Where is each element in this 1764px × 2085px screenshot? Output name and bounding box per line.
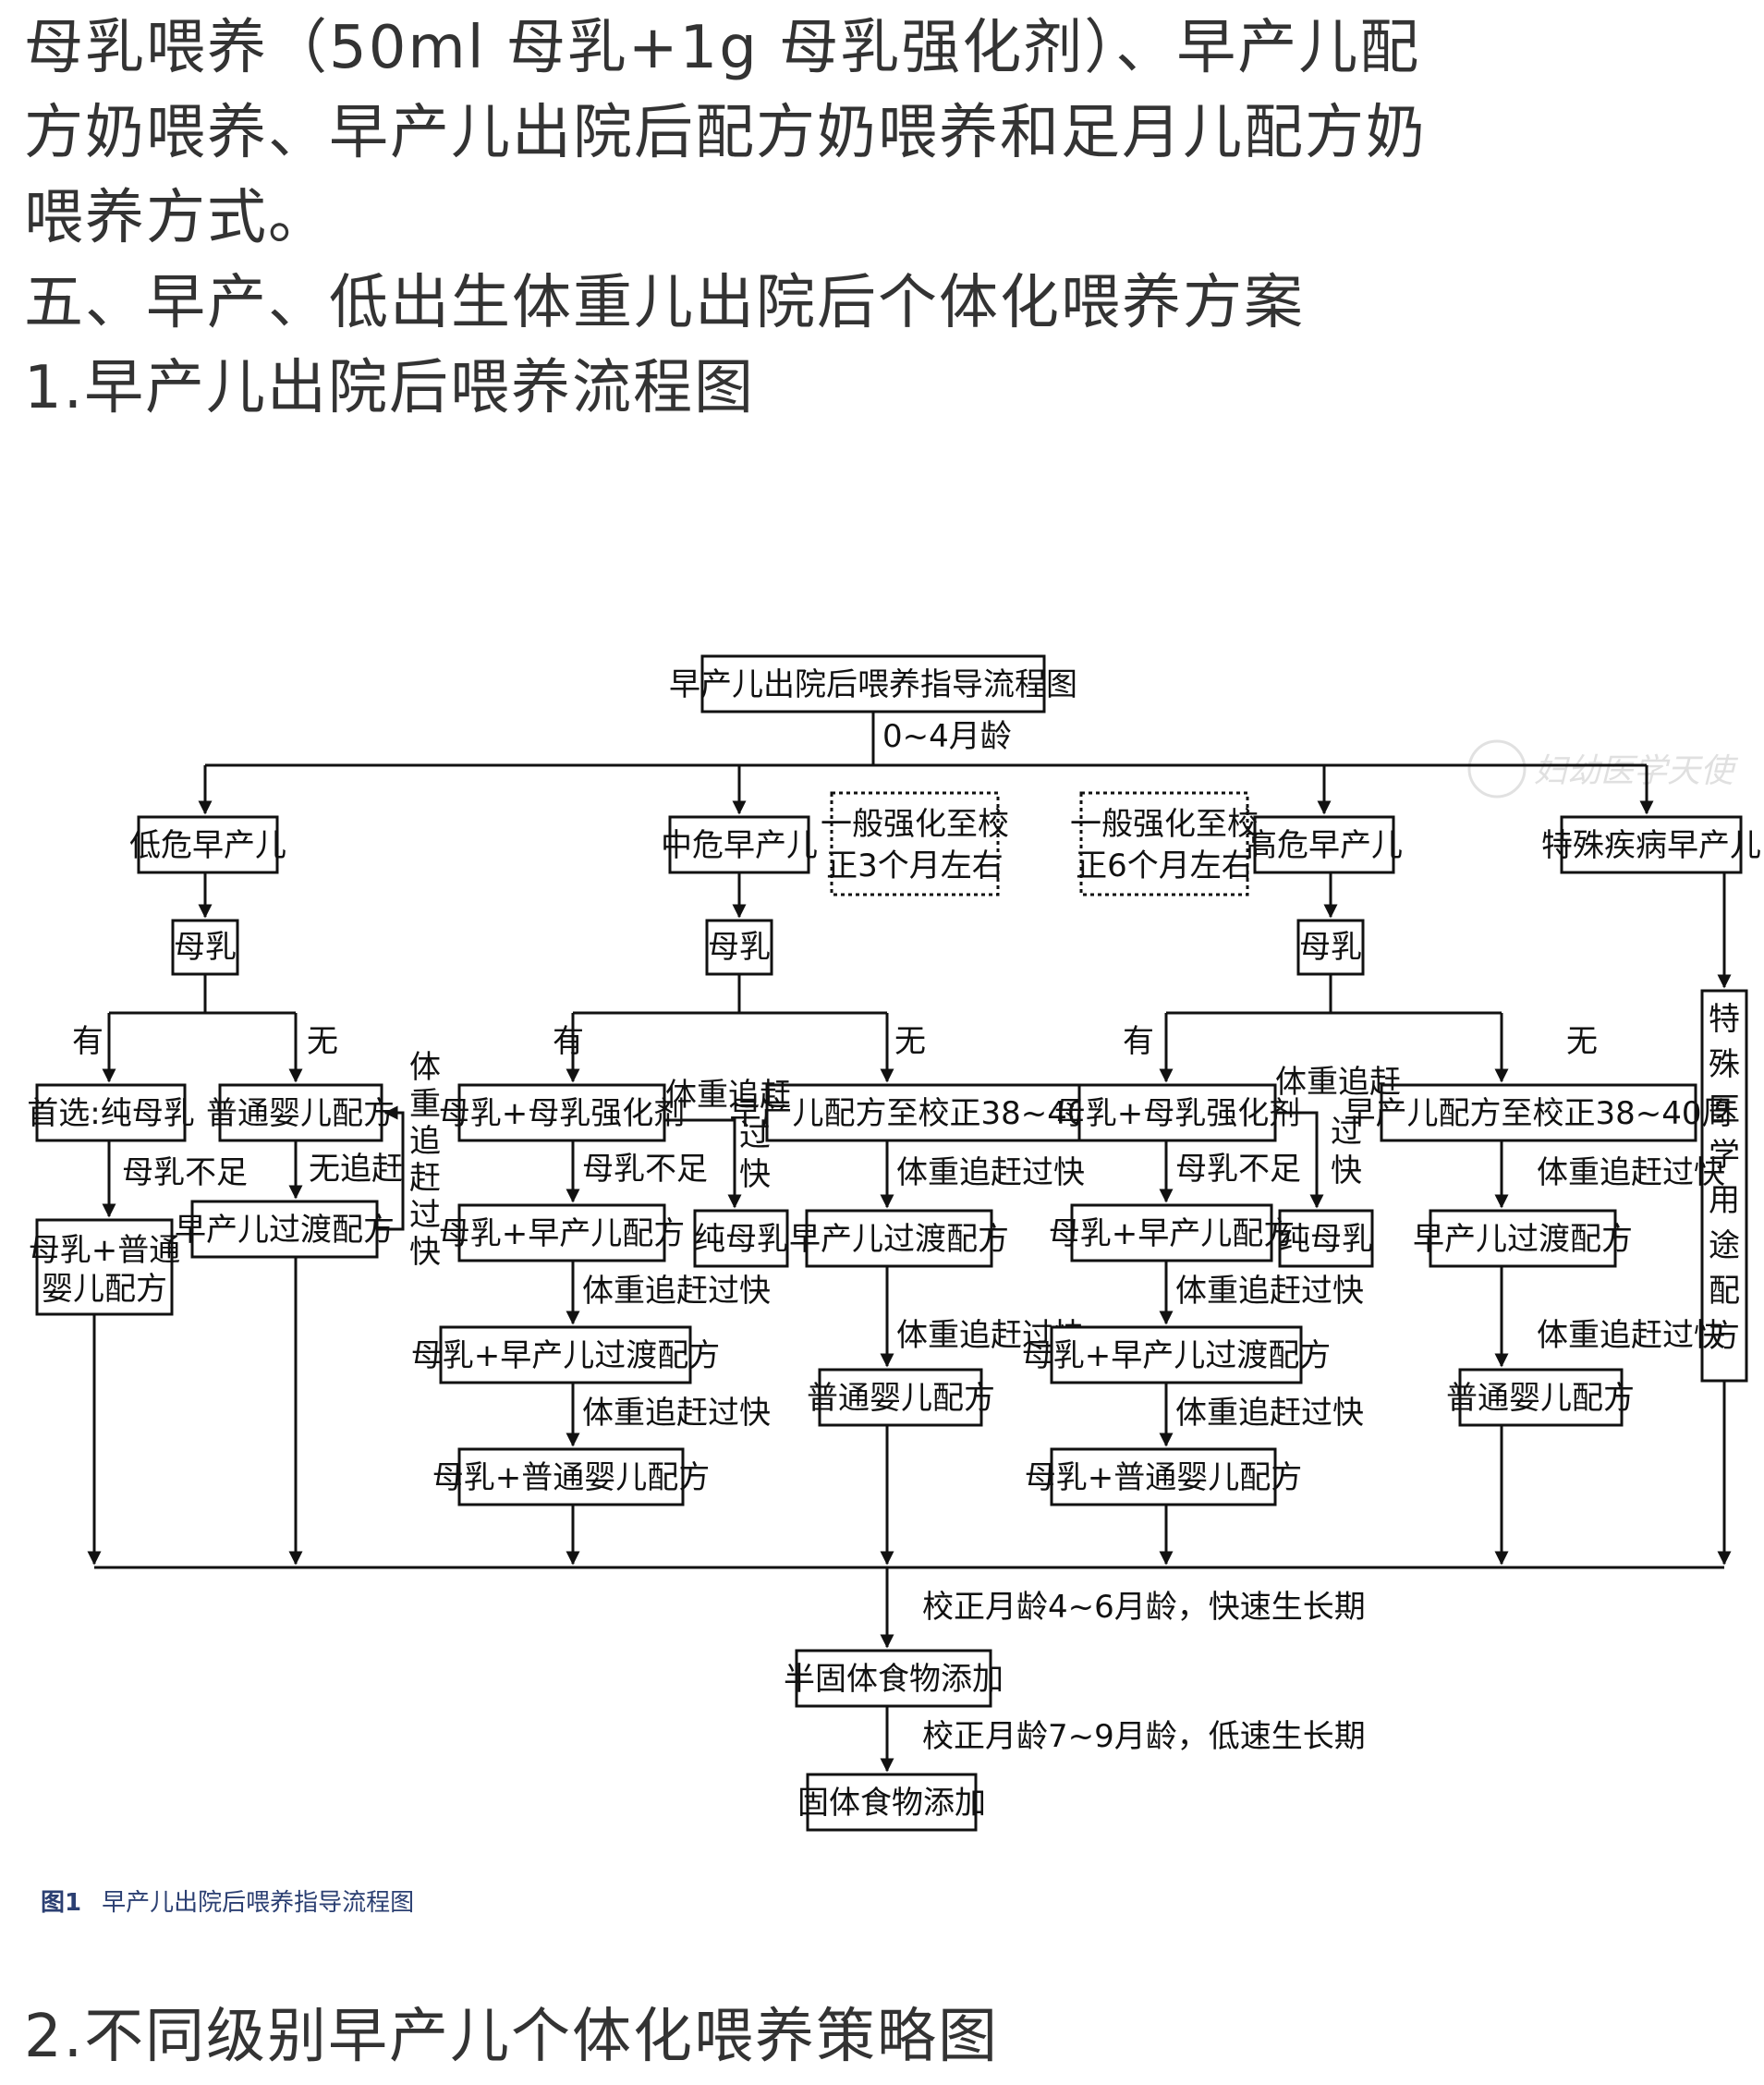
low-no-label: 无 [307, 1023, 338, 1060]
low-risk-box: 低危早产儿 [129, 827, 286, 864]
svg-text:体: 体 [409, 1049, 441, 1086]
svg-text:过: 过 [739, 1117, 771, 1154]
mid-pure-breastmilk-box: 纯母乳 [694, 1221, 788, 1258]
mid-catchup-fast-label-2: 体重追赶过快 [582, 1395, 771, 1432]
stage-1-label: 校正月龄4~6月龄，快速生长期 [922, 1589, 1366, 1626]
low-mix-box-line-2: 婴儿配方 [42, 1271, 167, 1308]
svg-text:过: 过 [1331, 1114, 1362, 1151]
high-no-catchup-fast-label-2: 体重追赶过快 [1537, 1317, 1725, 1354]
high-note-line-2: 正6个月左右 [1076, 847, 1253, 884]
figure-caption-label: 图1 [41, 1889, 82, 1917]
svg-text:快: 快 [739, 1156, 771, 1193]
svg-text:特: 特 [1709, 1001, 1740, 1038]
high-bm-preterm-formula-box: 母乳+早产儿配方 [1049, 1215, 1296, 1252]
svg-text:用: 用 [1709, 1182, 1740, 1219]
mid-regular-formula-box: 普通婴儿配方 [807, 1380, 995, 1417]
mid-no-catchup-fast-label-1: 体重追赶过快 [896, 1154, 1085, 1191]
special-disease-box: 特殊疾病早产儿 [1541, 827, 1761, 864]
paragraph-line-3: 喂养方式。 [24, 184, 329, 252]
mid-note-line-2: 正3个月左右 [826, 847, 1004, 884]
low-yes-label: 有 [72, 1023, 103, 1060]
watermark: 妇幼医学天使 [1467, 739, 1739, 799]
solid-food-box: 固体食物添加 [797, 1785, 986, 1822]
high-preterm-formula-38-40-box: 早产儿配方至校正38~40周 [1344, 1095, 1733, 1132]
figure-caption-text: 早产儿出院后喂养指导流程图 [102, 1889, 415, 1917]
high-bm-regular-box: 母乳+普通婴儿配方 [1025, 1459, 1303, 1496]
mid-yes-label: 有 [553, 1023, 584, 1060]
high-bm-transition-box: 母乳+早产儿过渡配方 [1022, 1337, 1332, 1374]
svg-text:赶: 赶 [409, 1160, 441, 1197]
high-risk-box: 高危早产儿 [1246, 827, 1403, 864]
high-no-label: 无 [1566, 1023, 1598, 1060]
low-transition-formula-box: 早产儿过渡配方 [175, 1212, 395, 1249]
watermark-text: 妇幼医学天使 [1534, 752, 1739, 790]
high-pure-breastmilk-box: 纯母乳 [1279, 1221, 1373, 1258]
flowchart-title: 早产儿出院后喂养指导流程图 [669, 666, 1077, 703]
high-breastmilk-box: 母乳 [1299, 929, 1362, 966]
mid-transition-formula-box: 早产儿过渡配方 [789, 1221, 1009, 1258]
watermark-seal-icon [1467, 739, 1527, 799]
mid-catchup-fast-label-1: 体重追赶过快 [582, 1273, 771, 1310]
svg-text:配: 配 [1709, 1273, 1740, 1310]
subheading-2: 2.不同级别早产儿个体化喂养策略图 [24, 2003, 1000, 2071]
svg-text:体重追赶: 体重追赶 [1275, 1064, 1401, 1101]
high-fast-branch-label: 体重追赶 过 快 [1275, 1064, 1401, 1189]
mid-bm-regular-box: 母乳+普通婴儿配方 [432, 1459, 711, 1496]
subheading-1: 1.早产儿出院后喂养流程图 [24, 354, 756, 422]
svg-text:学: 学 [1709, 1137, 1740, 1174]
high-catchup-fast-label-1: 体重追赶过快 [1175, 1273, 1364, 1310]
svg-text:快: 快 [1331, 1152, 1362, 1189]
paragraph-line-2: 方奶喂养、早产儿出院后配方奶喂养和足月儿配方奶 [24, 99, 1427, 167]
stage-2-label: 校正月龄7~9月龄，低速生长期 [922, 1718, 1366, 1755]
feeding-flowchart: 妇幼医学天使 早产儿出院后喂养指导流程图 0~4月龄 低危早产儿 中危早产儿 高… [27, 654, 1761, 1832]
svg-text:快: 快 [409, 1234, 441, 1271]
svg-text:殊: 殊 [1709, 1046, 1740, 1083]
high-transition-formula-box: 早产儿过渡配方 [1413, 1221, 1633, 1258]
mid-preterm-formula-38-40-box: 早产儿配方至校正38~40周 [729, 1095, 1118, 1132]
svg-text:方: 方 [1709, 1318, 1740, 1355]
low-breastmilk-box: 母乳 [174, 929, 237, 966]
mid-fast-branch-label: 体重追赶 过 快 [665, 1077, 791, 1193]
pure-breastmilk-preferred-box: 首选:纯母乳 [27, 1095, 194, 1132]
mid-note-line-1: 一般强化至校 [821, 806, 1009, 843]
mid-no-label: 无 [894, 1023, 926, 1060]
no-catchup-label: 无追赶 [309, 1151, 403, 1188]
semi-solid-food-box: 半固体食物添加 [784, 1661, 1004, 1698]
mid-breastmilk-box: 母乳 [708, 929, 771, 966]
high-insufficient-label: 母乳不足 [1175, 1151, 1301, 1188]
figure-caption: 图1 早产儿出院后喂养指导流程图 [41, 1884, 414, 1918]
high-catchup-fast-label-2: 体重追赶过快 [1175, 1395, 1364, 1432]
section-heading-5: 五、早产、低出生体重儿出院后个体化喂养方案 [24, 269, 1305, 337]
high-fortifier-box: 母乳+母乳强化剂 [1054, 1095, 1301, 1132]
low-mix-box-line-1: 母乳+普通 [29, 1232, 181, 1269]
mid-insufficient-label: 母乳不足 [582, 1151, 708, 1188]
age-range-label: 0~4月龄 [882, 718, 1012, 755]
mid-risk-box: 中危早产儿 [661, 827, 818, 864]
low-regular-formula-box: 普通婴儿配方 [206, 1095, 395, 1132]
high-yes-label: 有 [1123, 1023, 1154, 1060]
high-no-catchup-fast-label-1: 体重追赶过快 [1537, 1154, 1725, 1191]
svg-text:途: 途 [1709, 1227, 1740, 1264]
mid-fortifier-box: 母乳+母乳强化剂 [439, 1095, 686, 1132]
low-fast-catchup-label: 体 重 追 赶 过 快 [409, 1049, 441, 1271]
svg-text:重: 重 [409, 1086, 441, 1123]
mid-bm-transition-box: 母乳+早产儿过渡配方 [411, 1337, 721, 1374]
svg-text:医: 医 [1709, 1091, 1740, 1128]
svg-text:追: 追 [409, 1123, 441, 1160]
paragraph-line-1: 母乳喂养（50ml 母乳+1g 母乳强化剂）、早产儿配 [24, 14, 1421, 82]
svg-text:体重追赶: 体重追赶 [665, 1077, 791, 1114]
low-insufficient-label: 母乳不足 [122, 1154, 248, 1191]
high-note-line-1: 一般强化至校 [1070, 806, 1259, 843]
svg-text:过: 过 [409, 1197, 441, 1234]
special-formula-box: 特 殊 医 学 用 途 配 方 [1709, 1001, 1740, 1355]
high-regular-formula-box: 普通婴儿配方 [1446, 1380, 1635, 1417]
mid-bm-preterm-formula-box: 母乳+早产儿配方 [439, 1215, 686, 1252]
